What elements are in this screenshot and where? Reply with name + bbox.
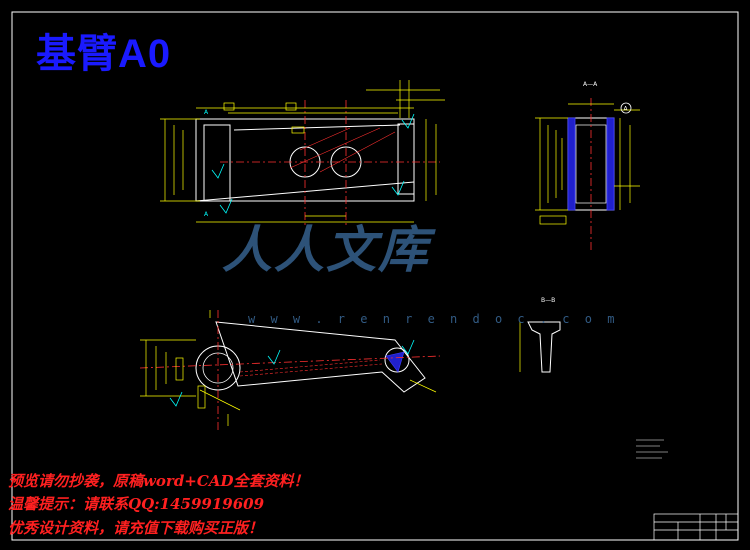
notice-line-1: 预览请勿抄袭，原稿word+CAD全套资料！: [8, 472, 309, 490]
drawing-title: 基臂A0: [36, 32, 172, 76]
section-bb-profile: [527, 321, 561, 373]
front-view-roughness-marks: [211, 113, 415, 214]
front-view-top-rail: [233, 124, 401, 131]
plan-view-hatch: [239, 359, 383, 377]
notice-line-2: 温馨提示：请联系QQ:1459919609: [8, 495, 265, 513]
datum-a-letter: A: [624, 106, 629, 113]
plan-view: [139, 310, 441, 430]
plan-view-roughness-marks: [169, 339, 415, 407]
title-block: [653, 513, 739, 541]
section-bb-label: B—B: [541, 297, 555, 304]
front-view-right-end: [397, 123, 415, 195]
section-bb-view: B—B: [519, 297, 561, 373]
plan-view-tip-boss: [384, 347, 410, 373]
front-view-hatch: [289, 127, 396, 173]
notice-line-3: 优秀设计资料，请充值下载购买正版！: [8, 519, 264, 537]
plan-view-dimensions: [140, 310, 437, 426]
section-aa-web-right: [606, 117, 615, 211]
section-aa-label: A—A: [583, 81, 598, 88]
watermark-url: w w w . r e n r e n d o c . c o m: [248, 312, 619, 326]
plan-view-centerline: [139, 355, 441, 369]
watermark-brand: 人人文库: [222, 221, 430, 279]
section-aa-view: A—A A: [535, 81, 640, 250]
plan-view-arm-outline: [215, 321, 426, 393]
technical-notes: [636, 439, 668, 459]
front-view-dimensions: [160, 80, 445, 223]
datum-a-symbol: [620, 102, 632, 114]
section-aa-web-left: [567, 117, 576, 211]
sheet-border: [11, 11, 739, 541]
section-marker-a-top: A: [204, 109, 209, 116]
front-view-left-end: [203, 124, 231, 202]
section-aa-dimensions: [535, 103, 640, 225]
front-view: A A: [160, 80, 445, 225]
section-marker-a-bottom: A: [204, 211, 209, 218]
plan-view-tip-hatch: [385, 351, 405, 373]
